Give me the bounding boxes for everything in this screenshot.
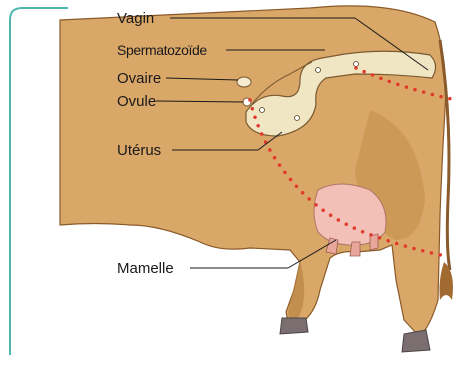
label-uterus: Utérus <box>117 143 161 158</box>
ovary <box>237 77 251 87</box>
teat-2 <box>350 242 360 256</box>
label-mamelle: Mamelle <box>117 261 174 276</box>
sperm-cell-4 <box>260 108 265 113</box>
hoof-back <box>402 330 430 352</box>
sperm-cell-3 <box>295 116 300 121</box>
label-vagin: Vagin <box>117 11 154 26</box>
label-ovule: Ovule <box>117 94 156 109</box>
label-ovaire: Ovaire <box>117 71 161 86</box>
hoof-front <box>280 318 308 334</box>
panel-border <box>10 8 68 355</box>
sperm-cell-1 <box>316 68 321 73</box>
label-spermatozoide: Spermatozoïde <box>117 43 207 57</box>
sperm-cell-2 <box>354 62 359 67</box>
